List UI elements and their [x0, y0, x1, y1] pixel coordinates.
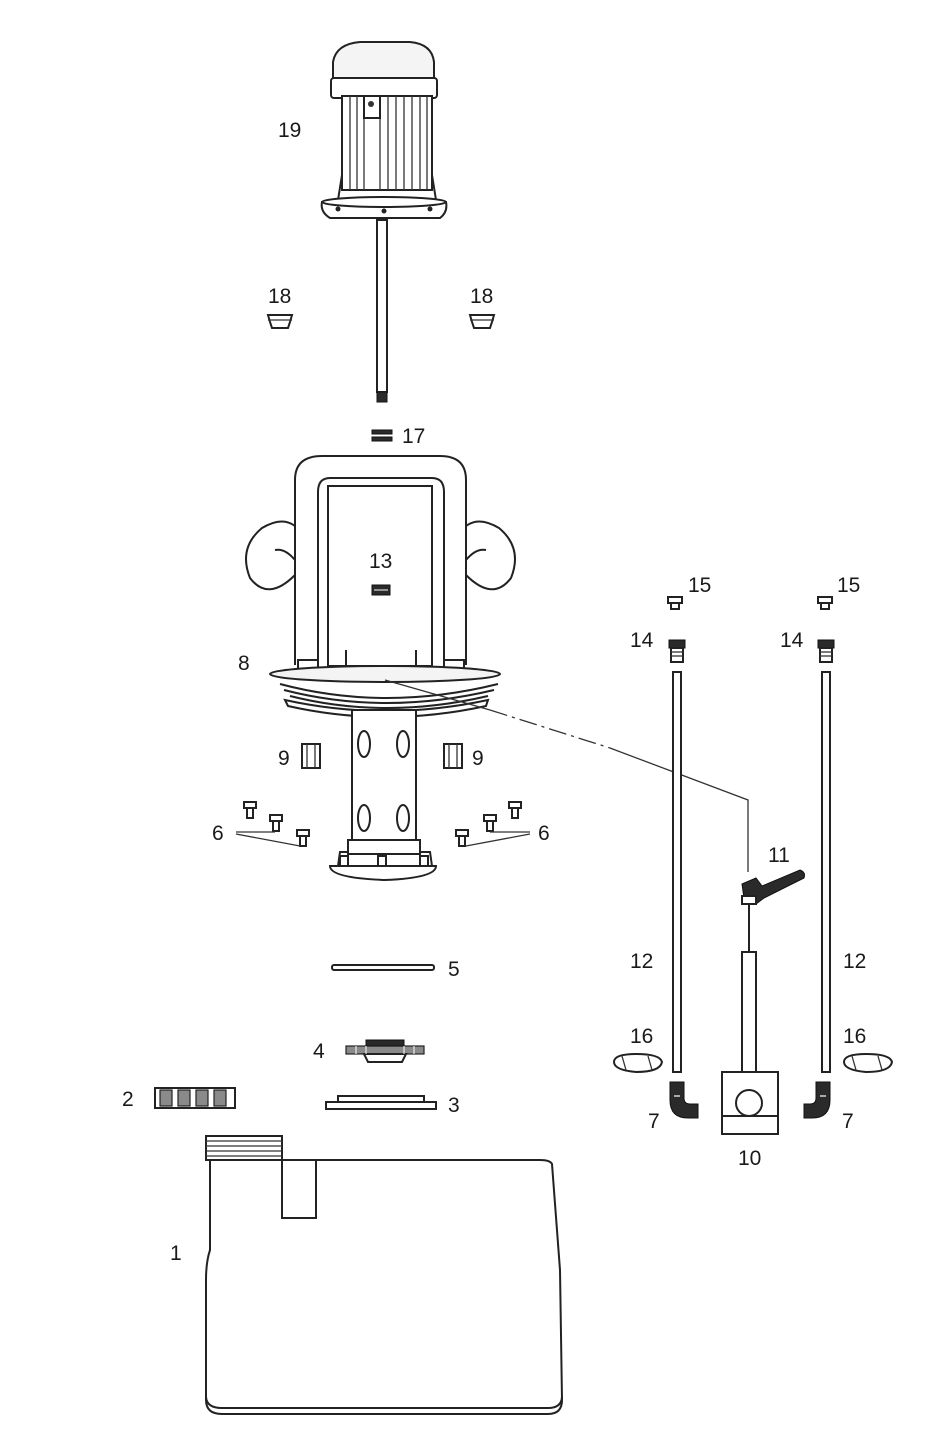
label-16-left: 16 — [630, 1025, 653, 1048]
label-7-right: 7 — [842, 1110, 854, 1133]
bushing-part-9-right — [443, 743, 463, 769]
label-6-left: 6 — [212, 822, 224, 845]
screw-part-18-right — [468, 314, 496, 329]
label-18-left: 18 — [268, 285, 291, 308]
label-7-left: 7 — [648, 1110, 660, 1133]
label-14-left: 14 — [630, 629, 654, 652]
screw-part-18-left — [266, 314, 294, 329]
label-13: 13 — [369, 550, 392, 573]
coupling-part-17 — [371, 429, 393, 442]
label-17: 17 — [402, 425, 425, 448]
label-12-right: 12 — [843, 950, 866, 973]
label-14-right: 14 — [780, 629, 804, 652]
handle-part-11 — [741, 869, 805, 952]
fitting-part-14-left — [668, 639, 686, 663]
insert-part-13 — [371, 584, 391, 596]
label-19: 19 — [278, 119, 301, 142]
elbow-part-7-left — [669, 1081, 699, 1119]
label-15-right: 15 — [837, 574, 860, 597]
cap-part-15-left — [667, 596, 683, 610]
label-3: 3 — [448, 1094, 460, 1117]
label-9-left: 9 — [278, 747, 290, 770]
valve-body-part-10 — [721, 951, 779, 1135]
cap-part-15-right — [817, 596, 833, 610]
bushing-part-9-left — [301, 743, 321, 769]
label-2: 2 — [122, 1088, 134, 1111]
motor-part-19 — [320, 41, 448, 403]
label-11: 11 — [768, 844, 790, 867]
gasket-part-5 — [331, 964, 435, 971]
label-10: 10 — [738, 1147, 761, 1170]
fitting-part-14-right — [817, 639, 835, 663]
label-4: 4 — [313, 1040, 325, 1063]
tank-part-1 — [205, 1135, 564, 1415]
label-12-left: 12 — [630, 950, 653, 973]
label-18-right: 18 — [470, 285, 493, 308]
label-1: 1 — [170, 1242, 182, 1265]
nut-part-16-left — [612, 1052, 664, 1074]
elbow-part-7-right — [803, 1081, 831, 1119]
plate-part-3 — [325, 1095, 437, 1110]
screws-part-6-right — [455, 801, 531, 847]
label-8: 8 — [238, 652, 250, 675]
label-15-left: 15 — [688, 574, 711, 597]
nut-part-16-right — [842, 1052, 894, 1074]
impeller-part-4 — [345, 1039, 425, 1063]
label-5: 5 — [448, 958, 460, 981]
label-6-right: 6 — [538, 822, 550, 845]
label-9-right: 9 — [472, 747, 484, 770]
cable-link-line — [384, 679, 749, 872]
screws-part-6-left — [235, 801, 310, 847]
pipe-part-12-left — [672, 671, 682, 1073]
pump-housing-part-8 — [245, 455, 516, 882]
pipe-part-12-right — [821, 671, 831, 1073]
strainer-part-2 — [154, 1087, 236, 1109]
label-16-right: 16 — [843, 1025, 866, 1048]
